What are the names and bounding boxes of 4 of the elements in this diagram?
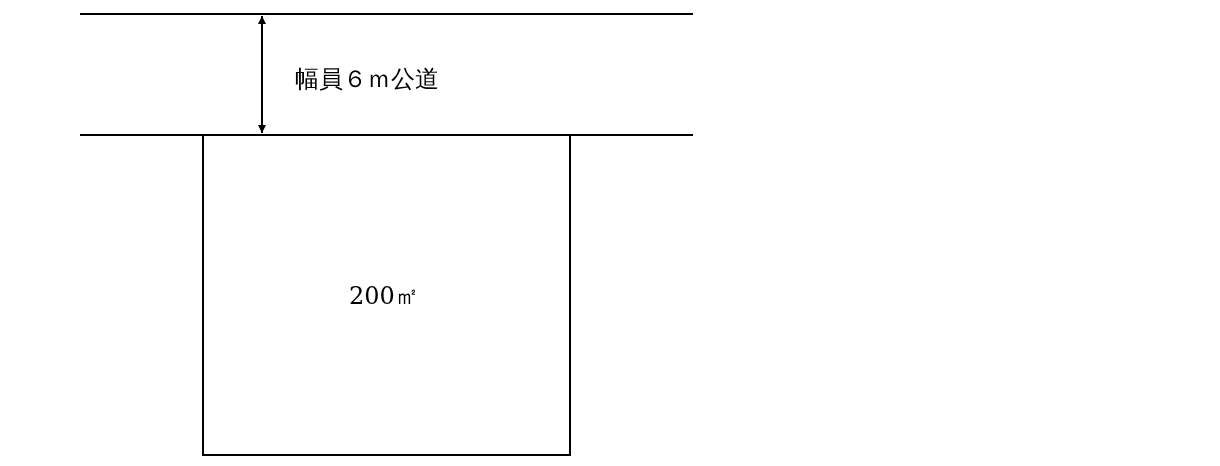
road-band — [80, 13, 693, 136]
area-label: 200㎡ — [349, 284, 419, 308]
road-label: 幅員６ｍ公道 — [295, 67, 439, 91]
lot-box — [202, 134, 571, 456]
